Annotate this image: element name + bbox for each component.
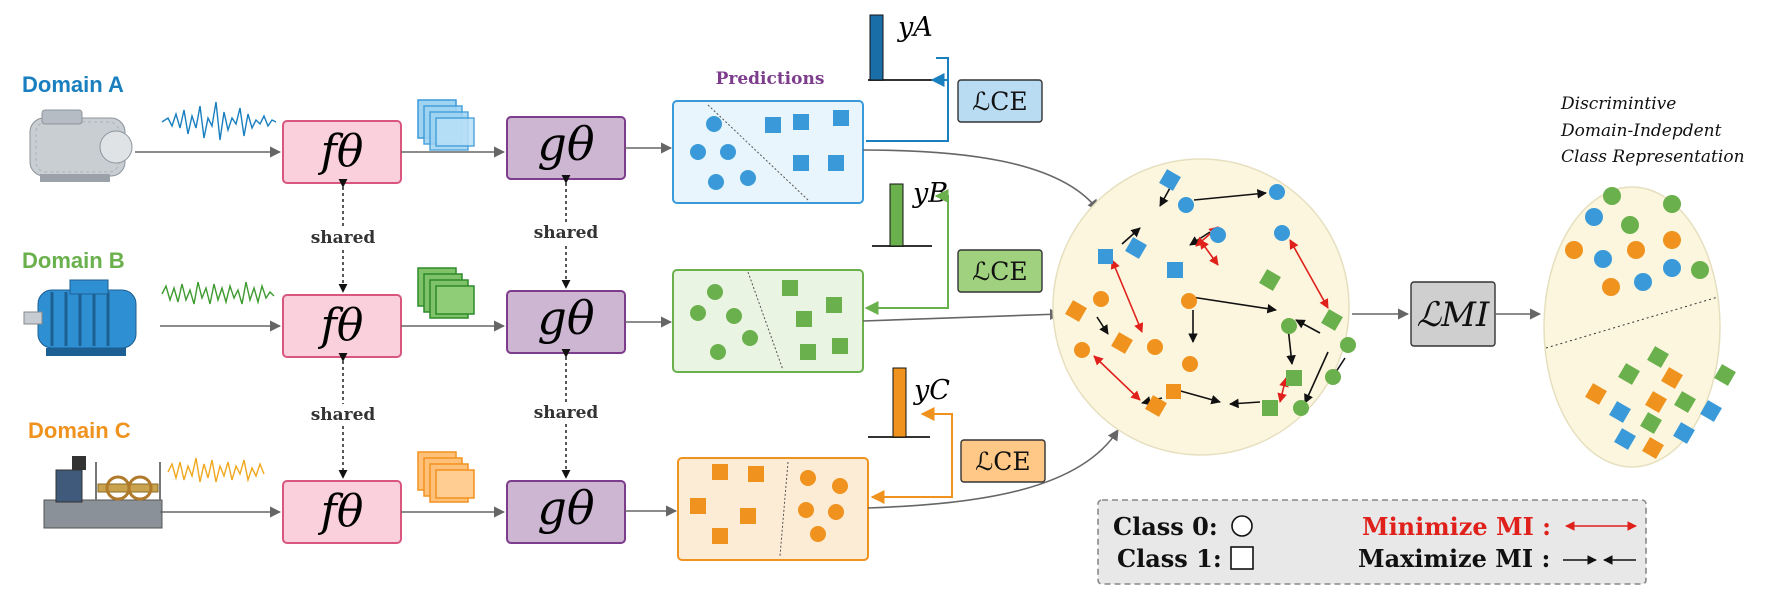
shared-links [338,174,571,479]
encoder-c: fθ [282,480,402,544]
target-label-b: yB [912,178,948,209]
feature-space [1052,158,1356,456]
target-label-a: yA [897,12,933,43]
ce-loss-c-label: ℒCE [975,447,1030,476]
prediction-box-c [677,457,869,561]
target-label-c: yC [913,375,950,406]
pred-to-space-c [867,429,1119,509]
feature-stack-a [417,99,475,151]
signal-b-waveform [161,281,275,305]
prediction-box-a [672,100,864,204]
feature-stack-c [417,451,475,503]
legend-circle-icon [1231,515,1253,537]
signal-a-waveform [161,101,277,141]
pred-to-space-a [862,149,1099,211]
shared-label-1: shared [311,228,376,248]
legend-square-icon [1230,546,1254,570]
ce-loss-b: ℒCE [957,249,1043,293]
motor-b-icon [23,279,137,356]
legend-class0-label: Class 0: [1113,512,1218,541]
domain-a-label: Domain A [22,72,124,97]
encoder-b-label: fθ [318,300,364,351]
classifier-c-label: gθ [537,481,594,535]
shared-label-2: shared [311,405,376,425]
class-1-cluster [1585,346,1736,459]
class-0-cluster [1565,187,1709,296]
domain-b-label: Domain B [22,248,125,273]
target-bar-a [868,14,938,81]
legend: Class 0: Class 1: Minimize MI : Maximize… [1097,499,1647,585]
ce-feedback-b-stub [934,189,949,230]
classifier-c: gθ [506,480,626,544]
ce-loss-b-label: ℒCE [972,257,1027,286]
test-rig-c-icon [43,456,163,529]
shared-label-4: shared [534,403,599,423]
legend-minimize-label: Minimize MI : [1362,512,1551,541]
classifier-a: gθ [506,116,626,180]
legend-maximize-label: Maximize MI : [1358,544,1550,573]
class-representation [1543,186,1736,468]
mi-loss: ℒMI [1410,281,1496,347]
prediction-box-b [672,269,864,373]
ce-feedback-b [864,230,949,315]
ce-feedback-c [870,420,953,504]
encoder-a-label: fθ [318,126,364,177]
motor-a-icon [29,109,133,182]
target-bar-b [872,183,932,247]
classifier-b: gθ [506,290,626,354]
ce-loss-c: ℒCE [960,439,1046,483]
domain-c-label: Domain C [28,418,131,443]
representation-title-line2: Domain-Indepdent [1560,121,1722,141]
feature-stack-b [417,267,475,319]
ce-loss-a-label: ℒCE [972,87,1027,116]
classifier-a-label: gθ [537,117,594,171]
signal-c-waveform [167,457,265,483]
shared-label-3: shared [534,223,599,243]
legend-class1-label: Class 1: [1117,544,1222,573]
pred-to-space-b [862,308,1062,322]
representation-title-line1: Discrimintive [1560,94,1676,114]
encoder-a: fθ [282,120,402,184]
mi-loss-label: ℒMI [1417,295,1490,335]
ce-feedback-a-stub [936,57,949,80]
classifier-b-label: gθ [537,291,594,345]
ce-feedback-c-stub [920,407,953,421]
predictions-label: Predictions [716,69,825,89]
target-bar-c [868,367,930,438]
encoder-b: fθ [282,294,402,358]
representation-title-line3: Class Representation [1561,147,1745,167]
encoder-c-label: fθ [318,486,364,537]
ce-feedback-a [866,73,949,142]
ce-loss-a: ℒCE [957,79,1043,123]
